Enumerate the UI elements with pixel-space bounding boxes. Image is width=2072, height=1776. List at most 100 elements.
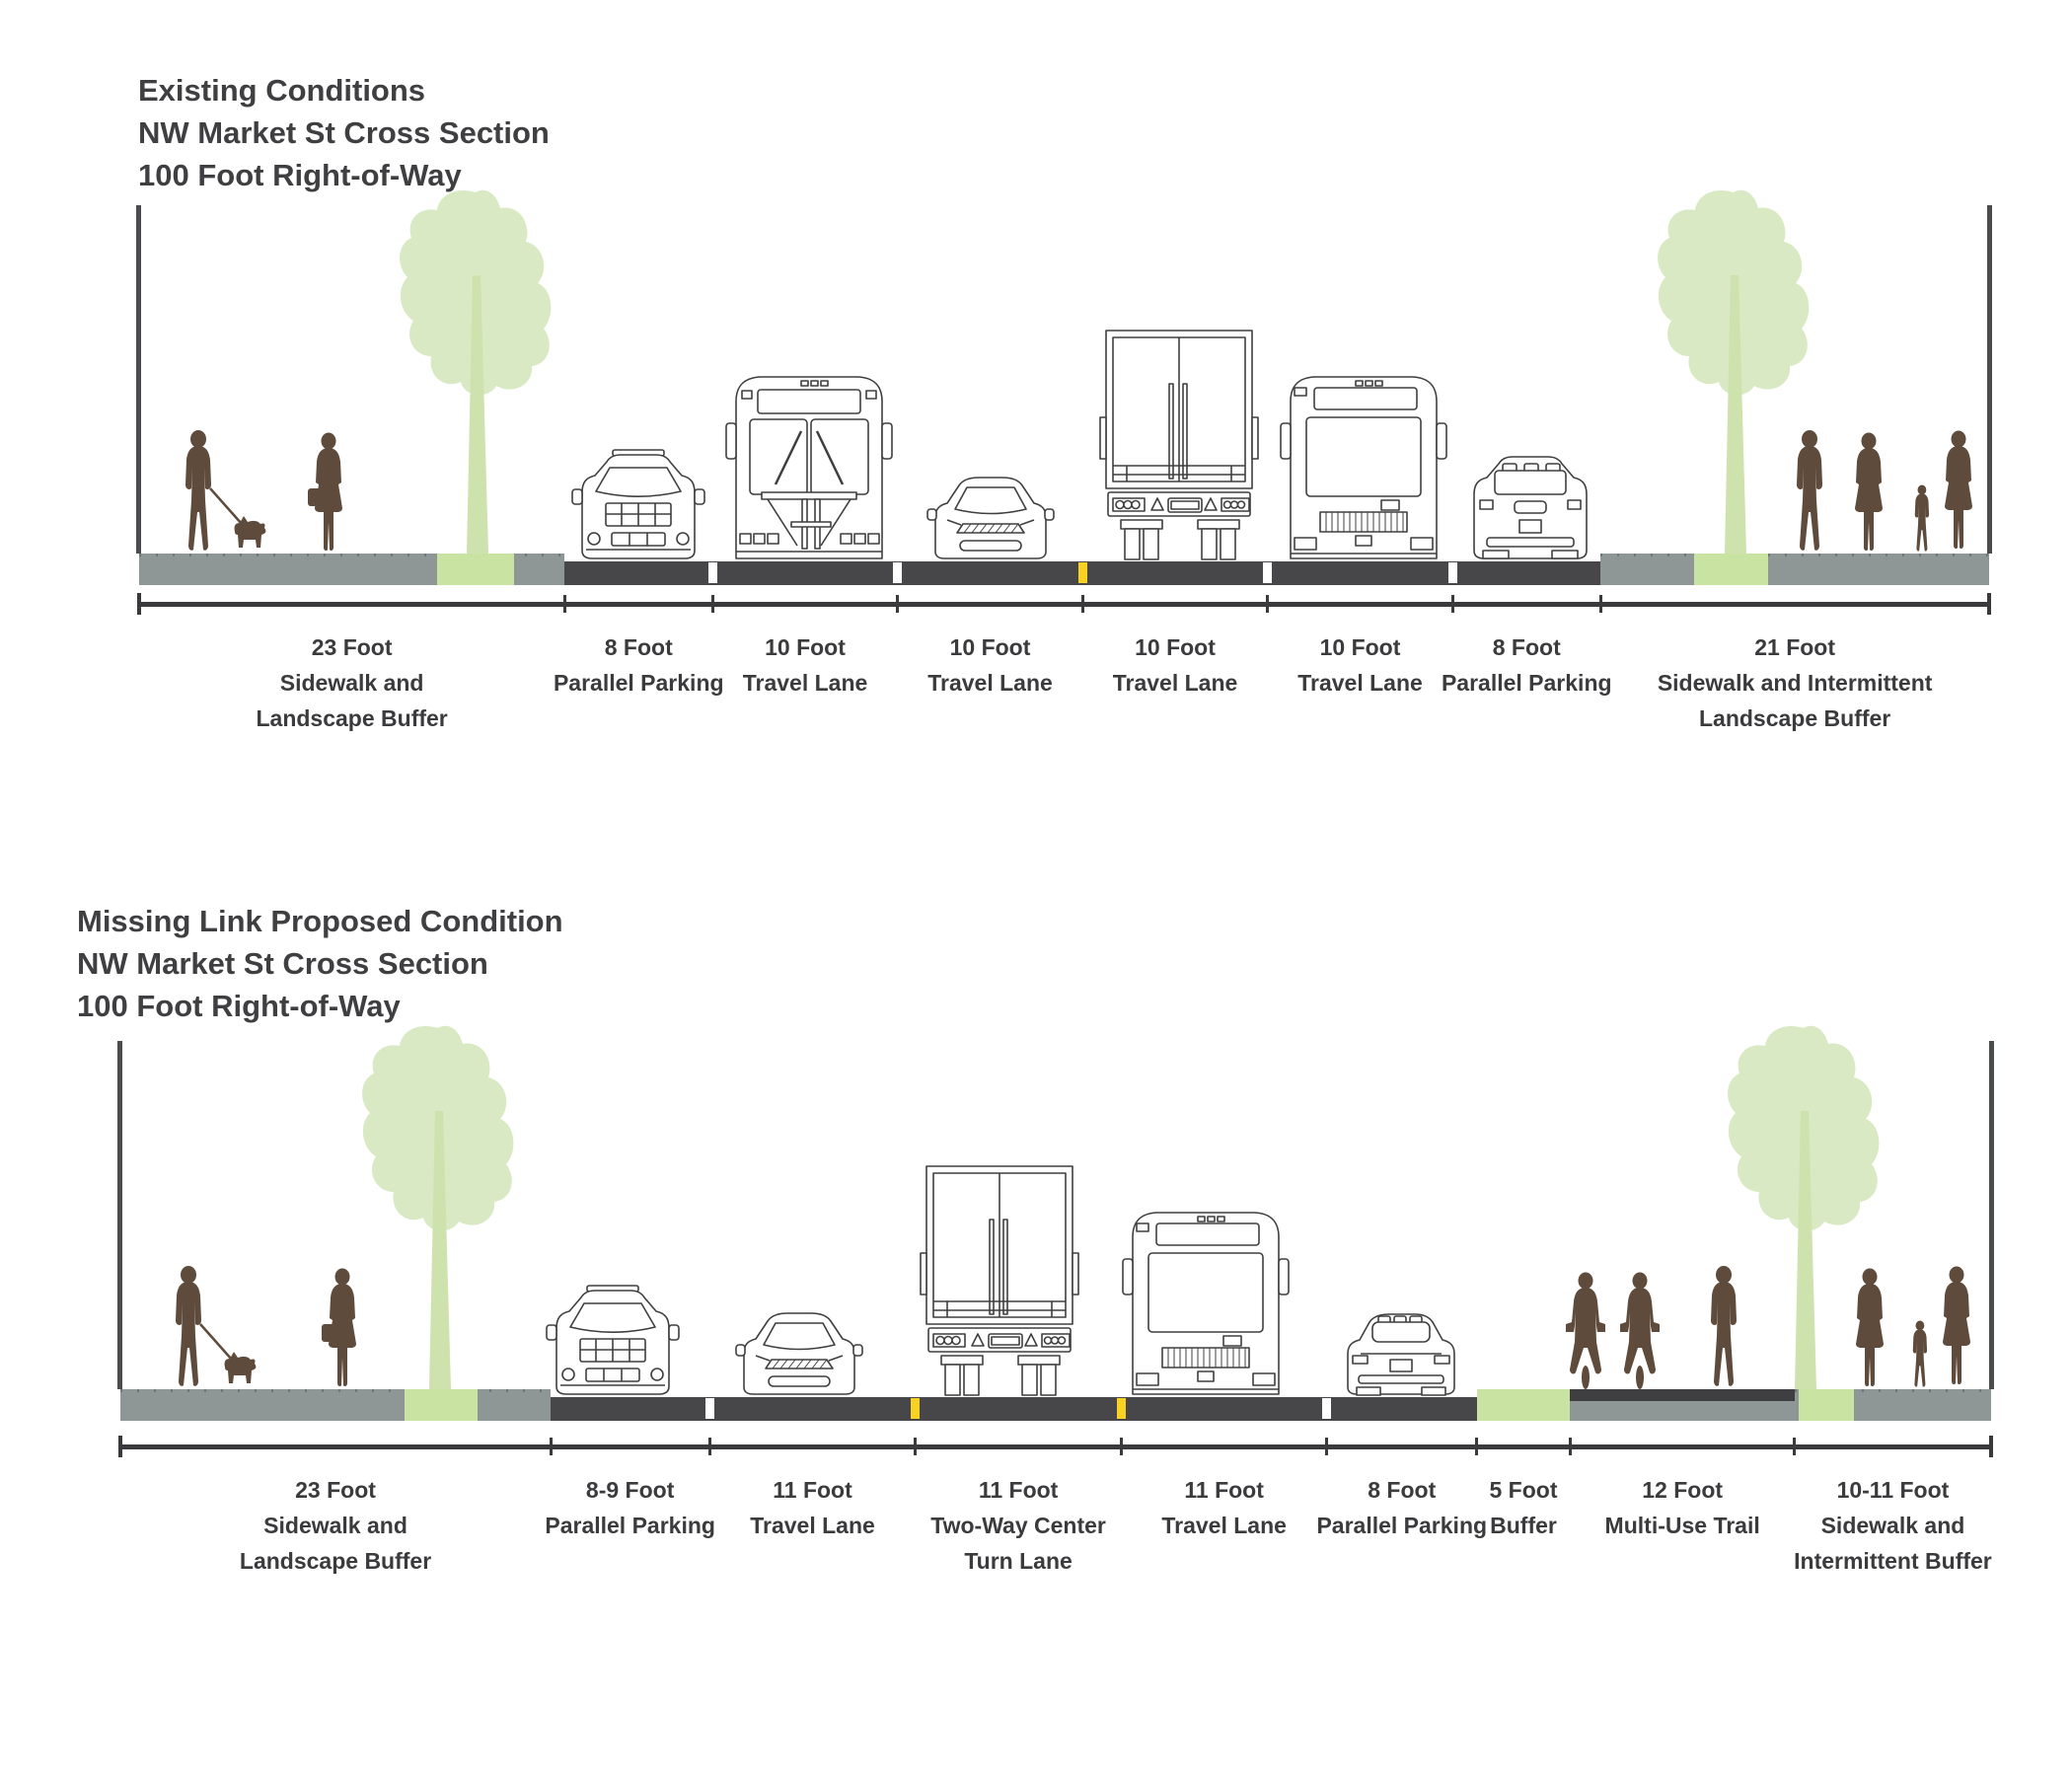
scale-tick [707, 1438, 711, 1455]
title-line: Existing Conditions [138, 73, 426, 108]
sidewalk-texture [120, 1389, 552, 1392]
cyclist [1616, 1271, 1664, 1389]
segment-label-line: 11 Foot [773, 1477, 852, 1503]
ground-road [1452, 561, 1602, 585]
lane-marking-yellow [1116, 1398, 1126, 1419]
segment-label-line: Travel Lane [927, 670, 1053, 696]
segment-label-line: Travel Lane [742, 670, 868, 696]
segment-label-line: Sidewalk and [279, 670, 424, 696]
ground-sidewalk [1600, 554, 1989, 585]
sedan-rear-graphic [1339, 1306, 1465, 1397]
lane-marking-white [1447, 562, 1457, 583]
cyclist [1562, 1271, 1609, 1389]
sedan-front-graphic [926, 469, 1055, 561]
sidewalk-texture [1600, 554, 1989, 556]
scale-tick [1568, 1438, 1572, 1455]
pedestrian-2-graphic [1855, 1268, 1884, 1387]
pedestrian-with-bag-graphic [308, 432, 343, 552]
scale-tick-end [1989, 1436, 1993, 1457]
segment-label-line: 8 Foot [604, 634, 673, 660]
scale-tick-end [1987, 593, 1991, 615]
adult-and-child-graphic [1914, 430, 1972, 552]
bus-front [1121, 1198, 1291, 1397]
segment-label-line: Landscape Buffer [256, 705, 448, 731]
tree [1652, 186, 1815, 554]
box-truck-rear-graphic [920, 1162, 1079, 1397]
ground-trail-base [1570, 1401, 1795, 1421]
suv-front [571, 447, 705, 561]
sedan-rear [1339, 1306, 1465, 1397]
sedan-front [926, 469, 1055, 561]
segment-label-line: 8-9 Foot [585, 1477, 675, 1503]
segment-label-line: 8 Foot [1492, 634, 1561, 660]
bus-front-bikerack-graphic [724, 362, 894, 561]
pedestrian [1706, 1265, 1741, 1389]
segment-label-line: Travel Lane [1297, 670, 1423, 696]
planting-strip [404, 1389, 478, 1421]
lane-marking-white [707, 562, 717, 583]
segment-label-line: 5 Foot [1489, 1477, 1558, 1503]
segment-label-line: Two-Way Center [930, 1513, 1106, 1538]
segment-label-line: Landscape Buffer [1698, 705, 1891, 731]
ground-road [897, 561, 1084, 585]
pedestrian-with-dog [179, 427, 269, 554]
pedestrian-with-dog [169, 1263, 259, 1389]
sedan-front [735, 1304, 863, 1397]
tree-graphic [1728, 1025, 1880, 1389]
segment-label-line: 23 Foot [295, 1477, 376, 1503]
title-line: NW Market St Cross Section [77, 946, 488, 981]
scale-tick [914, 1438, 918, 1455]
planting-strip [1798, 1389, 1854, 1421]
pedestrian-with-dog-graphic [185, 430, 266, 551]
ground-road [551, 1397, 711, 1421]
scale-tick [1266, 595, 1270, 613]
box-truck-rear [920, 1162, 1079, 1397]
pedestrian-with-dog-graphic [175, 1266, 257, 1386]
bus-front-bikerack [724, 362, 894, 561]
segment-label-line: 10-11 Foot [1836, 1477, 1950, 1503]
pedestrian-with-bag-graphic [321, 1268, 356, 1387]
segment-label-line: 10 Foot [1135, 634, 1216, 660]
ground-buffer [1476, 1389, 1571, 1421]
lane-marking-yellow [911, 1398, 921, 1419]
scale-tick [896, 595, 900, 613]
adult-and-child [1908, 1265, 1977, 1389]
scale-tick [549, 1438, 553, 1455]
box-truck-rear [1099, 327, 1259, 561]
scale-tick [710, 595, 714, 613]
ground-sidewalk [139, 554, 565, 585]
scale-tick [1475, 1438, 1479, 1455]
title-line: 100 Foot Right-of-Way [138, 158, 462, 192]
segment-label-line: Sidewalk and Intermittent [1657, 670, 1933, 696]
row-boundary-left [117, 1041, 122, 1389]
bus-front [1279, 362, 1448, 561]
segment-label-line: Parallel Parking [545, 1513, 715, 1538]
lane-marking-white [704, 1398, 714, 1419]
segment-label-line: Travel Lane [750, 1513, 875, 1538]
pedestrian-graphic [1797, 430, 1823, 551]
scale-tick [1119, 1438, 1123, 1455]
scale-bar [139, 602, 1989, 607]
title-line: 100 Foot Right-of-Way [77, 989, 401, 1023]
planting-strip [436, 554, 514, 585]
planting-strip [1693, 554, 1768, 585]
segment-label-line: 23 Foot [311, 634, 393, 660]
lane-marking-white [1322, 1398, 1332, 1419]
ground-road [1267, 561, 1454, 585]
segment-label-line: Travel Lane [1112, 670, 1238, 696]
cyclist-graphic [1619, 1272, 1660, 1389]
segment-label-line: 10 Foot [949, 634, 1031, 660]
suv-rear [1463, 449, 1597, 561]
lane-marking-white [1263, 562, 1273, 583]
